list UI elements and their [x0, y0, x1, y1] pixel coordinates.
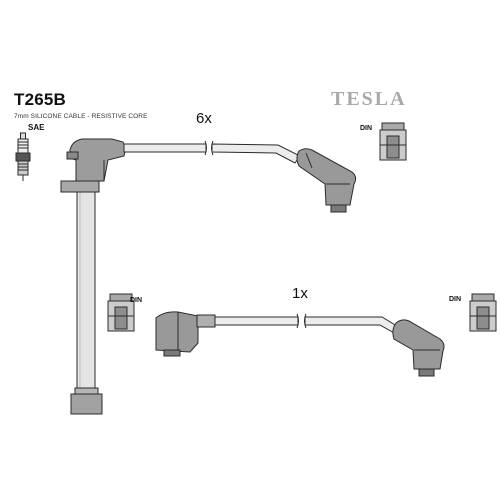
terminal-type-label: DIN: [360, 125, 373, 132]
brand-logo: TESLA: [331, 88, 407, 110]
din-terminal-icon: [107, 293, 135, 332]
spark-plug-icon: [15, 132, 31, 181]
terminal-type-label: DIN: [130, 297, 143, 304]
coil-lead: [60, 138, 127, 415]
lead-quantity-label: 1x: [292, 285, 308, 302]
din-terminal-icon: [379, 122, 407, 161]
din-terminal-icon: [469, 293, 497, 332]
cable-spec-text: 7mm SILICONE CABLE - RESISTIVE CORE: [14, 113, 148, 120]
spark-lead-6x: [123, 140, 357, 213]
part-number-title: T265B: [14, 90, 67, 109]
plug-standard-label: SAE: [28, 123, 45, 132]
spark-lead-1x: [155, 311, 445, 377]
terminal-type-label: DIN: [449, 296, 462, 303]
lead-quantity-label: 6x: [196, 110, 212, 127]
